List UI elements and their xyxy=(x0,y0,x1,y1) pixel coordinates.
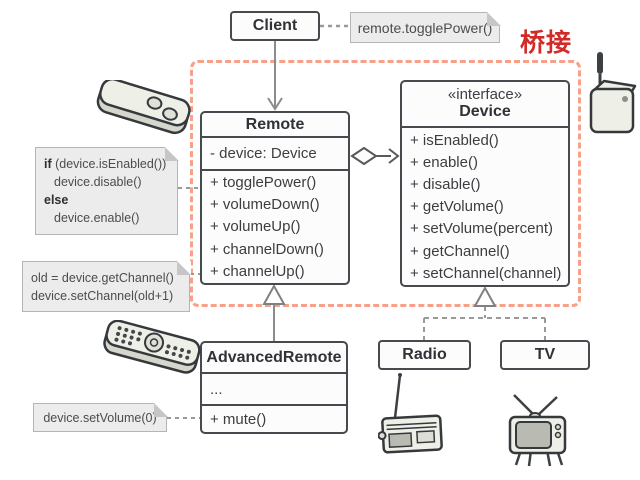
tv-icon xyxy=(508,394,567,467)
method: + disable() xyxy=(410,176,481,194)
code-line: old = device.getChannel() xyxy=(31,271,174,285)
method: + setChannel(channel) xyxy=(410,264,562,282)
remote-class-box: Remote - device: Device + togglePower() … xyxy=(200,111,350,285)
keyword-if: if xyxy=(44,157,52,171)
radio-class-box: Radio xyxy=(378,340,471,370)
pattern-boundary xyxy=(190,60,581,307)
client-class-box: Client xyxy=(230,11,320,41)
code-text: (device.isEnabled()) xyxy=(51,157,167,171)
tv-class-name: TV xyxy=(534,346,556,363)
radio-class-name: Radio xyxy=(402,346,447,363)
code-line: device.disable() xyxy=(54,175,142,189)
remote-class-name: Remote xyxy=(245,115,305,133)
method: + channelDown() xyxy=(210,240,324,258)
remote-field: - device: Device xyxy=(210,145,317,163)
divider xyxy=(202,169,348,172)
method: + channelUp() xyxy=(210,262,305,280)
code-line: device.enable() xyxy=(54,211,140,225)
method: + getVolume() xyxy=(410,198,504,216)
remote-methods: + togglePower() + volumeDown() + volumeU… xyxy=(202,171,348,283)
device-header: «interface» Device xyxy=(402,82,568,126)
method: + enable() xyxy=(410,153,478,171)
radio-tv-device-realization xyxy=(423,306,546,340)
set-volume-note: device.setVolume(0) xyxy=(33,402,168,432)
pattern-label: 桥接 xyxy=(520,29,573,57)
code-line: device.setChannel(old+1) xyxy=(31,289,174,303)
toggle-power-note: remote.togglePower() xyxy=(350,11,501,43)
device-methods: + isEnabled() + enable() + disable() + g… xyxy=(402,128,568,285)
divider xyxy=(202,372,346,374)
method: + getChannel() xyxy=(410,242,510,260)
divider xyxy=(202,404,346,406)
tv-class-box: TV xyxy=(500,340,590,370)
divider xyxy=(402,125,568,128)
divider xyxy=(202,136,348,139)
advanced-remote-class-name: AdvancedRemote xyxy=(206,348,342,366)
code-line: if (device.isEnabled()) xyxy=(44,155,171,173)
channel-note: old = device.getChannel() device.setChan… xyxy=(22,260,191,312)
keyword-else: else xyxy=(44,193,69,207)
device-stereotype: «interface» xyxy=(447,86,523,104)
advanced-remote-icon xyxy=(103,320,201,374)
toggle-power-note-text: remote.togglePower() xyxy=(357,19,493,36)
advanced-remote-class-box: AdvancedRemote ... + mute() xyxy=(200,341,348,434)
radio-icon xyxy=(378,373,443,454)
method: + togglePower() xyxy=(210,174,317,192)
client-class-name: Client xyxy=(252,17,298,34)
set-volume-note-text: device.setVolume(0) xyxy=(43,410,157,425)
advanced-remote-method: + mute() xyxy=(210,410,267,428)
advanced-remote-field: ... xyxy=(210,380,223,398)
method: + volumeUp() xyxy=(210,218,301,236)
transmitter-icon xyxy=(589,52,637,134)
method: + isEnabled() xyxy=(410,131,499,149)
device-interface-name: Device xyxy=(459,103,511,121)
simple-remote-icon xyxy=(96,80,191,135)
device-interface-box: «interface» Device + isEnabled() + enabl… xyxy=(400,80,570,287)
method: + volumeDown() xyxy=(210,196,320,214)
method: + setVolume(percent) xyxy=(410,220,553,238)
if-else-note: if (device.isEnabled()) device.disable()… xyxy=(35,146,179,235)
